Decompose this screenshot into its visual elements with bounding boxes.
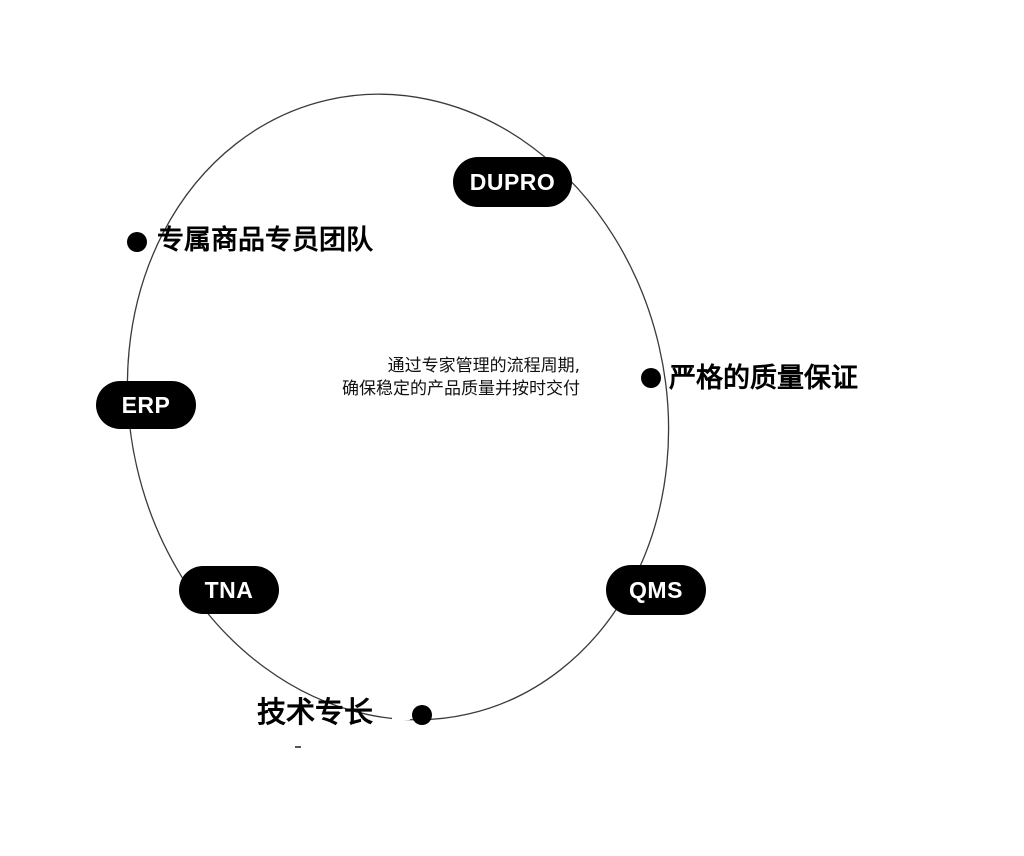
quality-dot [641,368,661,388]
decorative-speck [295,746,301,748]
quality-label: 严格的质量保证 [669,363,858,394]
cycle-ellipse [126,93,670,721]
center-line-2: 确保稳定的产品质量并按时交付 [342,379,580,399]
team-label: 专属商品专员团队 [157,225,373,256]
team-dot [127,232,147,252]
qms-pill: QMS [606,565,706,615]
dupro-pill: DUPRO [453,157,572,207]
expertise-dot [412,705,432,725]
center-description: 通过专家管理的流程周期, 确保稳定的产品质量并按时交付 [270,355,580,401]
expertise-label: 技术专长 [257,695,374,729]
erp-pill: ERP [96,381,196,429]
center-line-1: 通过专家管理的流程周期, [387,356,580,376]
ring-gap [392,700,410,720]
tna-pill: TNA [179,566,279,614]
